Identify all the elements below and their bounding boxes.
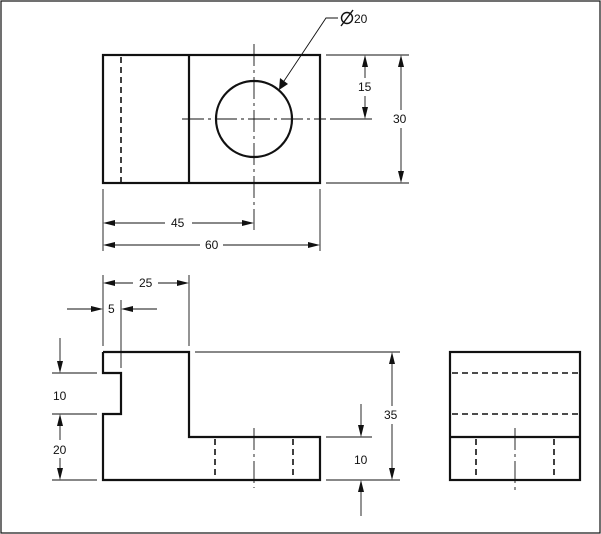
front-view bbox=[101, 350, 322, 488]
hole-diameter-label: 20 bbox=[354, 12, 368, 26]
label-5-mask bbox=[105, 301, 119, 316]
arrow-30-top bbox=[398, 55, 404, 67]
arrow-60-left bbox=[103, 242, 115, 248]
lower-step-label: 20 bbox=[53, 443, 67, 457]
arrow-15-top bbox=[362, 55, 368, 67]
top-view bbox=[101, 44, 326, 230]
front-view-left-dimensions: 10 20 bbox=[52, 338, 97, 481]
base-height-label: 10 bbox=[354, 453, 368, 467]
diameter-leader-arrow bbox=[279, 78, 288, 90]
overall-length-label: 60 bbox=[205, 238, 219, 252]
top-height-label: 30 bbox=[393, 112, 407, 126]
upright-width-label: 25 bbox=[139, 276, 153, 290]
diameter-symbol-slash bbox=[340, 9, 354, 27]
arrow-10-base-bottom bbox=[358, 480, 364, 492]
arrow-45-left bbox=[103, 220, 115, 226]
side-view bbox=[448, 350, 582, 490]
diameter-symbol-icon bbox=[340, 11, 354, 25]
arrow-35-top bbox=[389, 352, 395, 364]
top-view-horizontal-dimensions: 45 60 bbox=[102, 189, 321, 252]
arrow-10-top bbox=[57, 361, 63, 373]
front-view-top-dimensions: 25 5 bbox=[67, 275, 190, 368]
top-view-vertical-dimensions: 15 30 bbox=[326, 54, 409, 184]
diameter-leader-line bbox=[281, 17, 338, 85]
hole-center-x-label: 45 bbox=[171, 216, 185, 230]
hole-diameter-callout: 20 bbox=[279, 9, 368, 90]
slot-depth-label: 10 bbox=[53, 389, 67, 403]
side-view-outline bbox=[448, 350, 582, 482]
arrow-10-base-top bbox=[358, 425, 364, 437]
arrow-25-left bbox=[103, 280, 115, 286]
hole-offset-label: 15 bbox=[358, 80, 372, 94]
overall-height-label: 35 bbox=[384, 408, 398, 422]
front-view-outline bbox=[101, 350, 322, 482]
arrow-35-bottom bbox=[389, 468, 395, 480]
arrow-20-bottom bbox=[57, 468, 63, 480]
arrow-45-right bbox=[242, 220, 254, 226]
arrow-25-right bbox=[177, 280, 189, 286]
arrow-30-bottom bbox=[398, 171, 404, 183]
arrow-5-left bbox=[91, 306, 103, 312]
slot-width-label: 5 bbox=[108, 302, 115, 316]
arrow-5-right bbox=[121, 306, 133, 312]
arrow-15-bottom bbox=[362, 107, 368, 119]
arrow-60-right bbox=[308, 242, 320, 248]
front-view-right-dimensions: 35 10 bbox=[195, 351, 400, 516]
